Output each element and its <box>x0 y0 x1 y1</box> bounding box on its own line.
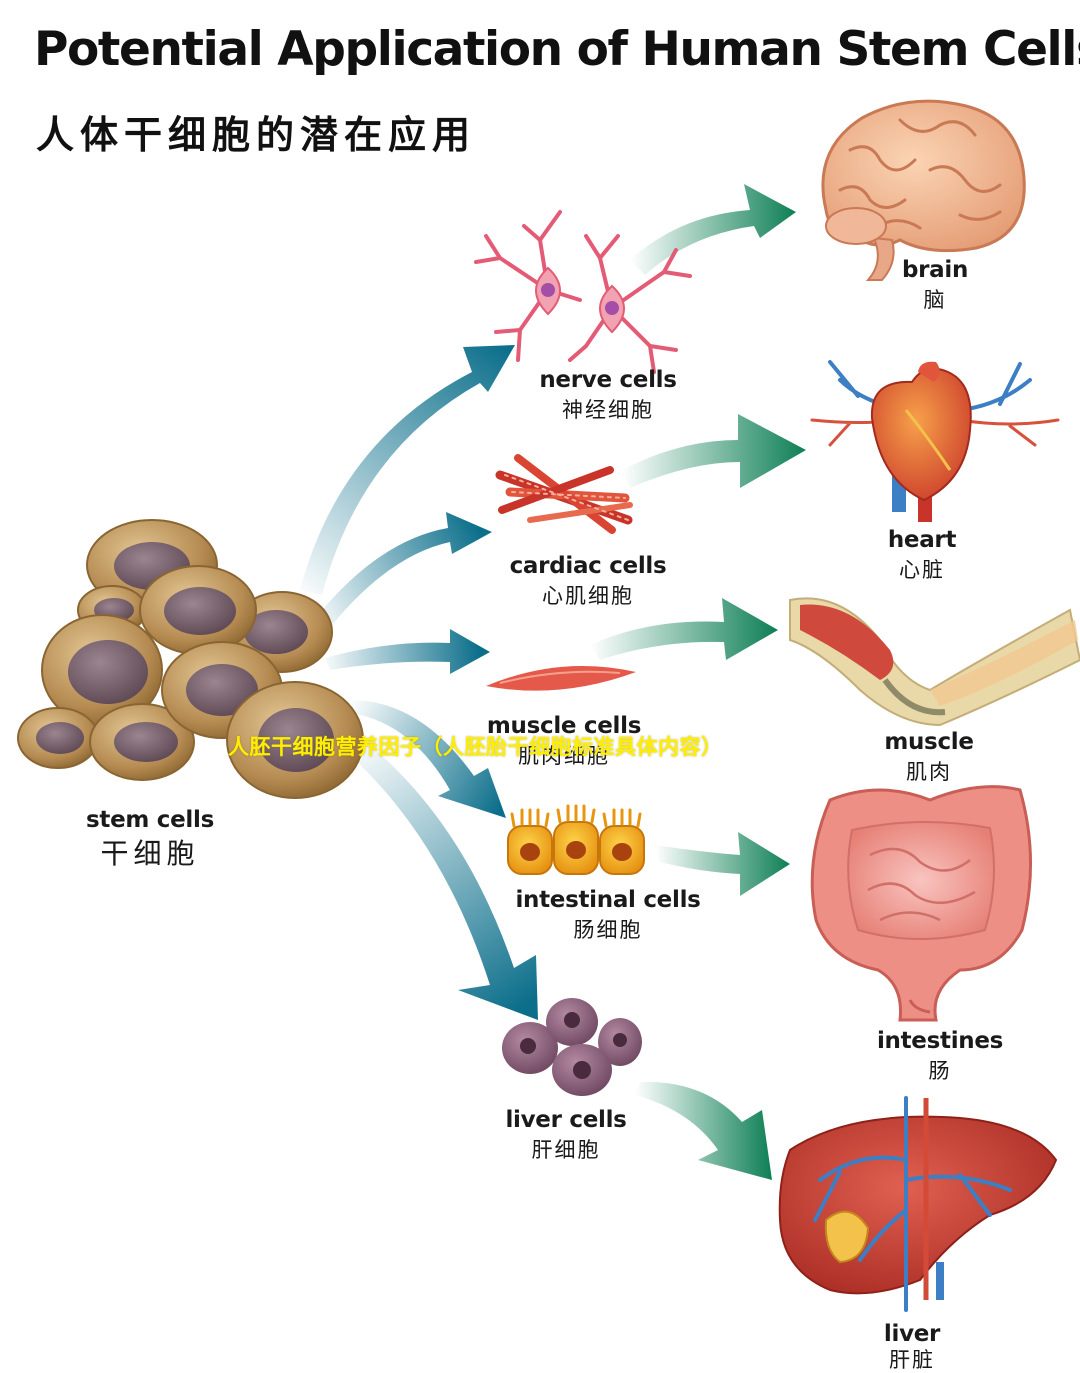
muscle-cells-label-zh: 肌肉细胞 <box>518 744 610 769</box>
watermark-text: 人胚干细胞营养因子（人胚胎干细胞标准具体内容） <box>228 735 723 759</box>
liver-cells-illustration <box>502 998 642 1096</box>
intestines-label-en: intestines <box>876 1028 1004 1054</box>
nerve-cells-label: nerve cells 神经细胞 <box>539 367 677 423</box>
stem-cells-label-en: stem cells <box>86 807 214 833</box>
stem-to-cells-arrows <box>300 345 538 1020</box>
intestines-label: intestines 肠 <box>876 1028 1004 1084</box>
muscle-label-zh: 肌肉 <box>905 760 952 785</box>
arrow-to-cardiac-cells <box>318 512 492 625</box>
liver-cells-label-en: liver cells <box>505 1107 627 1133</box>
muscle-label-en: muscle <box>884 729 974 755</box>
arrow-to-intestines <box>655 832 790 896</box>
brain-label-en: brain <box>901 257 969 283</box>
cardiac-cells-illustration <box>495 454 633 534</box>
muscle-cell-illustration <box>486 665 636 691</box>
arrow-to-muscle <box>590 598 778 660</box>
brain-label-zh: 脑 <box>923 288 947 313</box>
arrow-to-brain <box>630 184 796 275</box>
brain-illustration <box>821 99 1026 281</box>
liver-label: liver 肝脏 <box>883 1321 941 1373</box>
intestinal-cells-label-zh: 肠细胞 <box>573 918 643 943</box>
cardiac-cells-label-en: cardiac cells <box>509 553 667 579</box>
arrow-to-muscle-cells <box>325 629 490 674</box>
liver-cells-label-zh: 肝细胞 <box>531 1138 601 1163</box>
arrow-to-nerve-cells <box>300 345 515 595</box>
page-title: Potential Application of Human Stem Cell… <box>34 22 1080 77</box>
stem-cells-label-zh: 干细胞 <box>100 837 200 871</box>
liver-label-zh: 肝脏 <box>888 1348 935 1373</box>
arrow-to-intestinal-cells <box>345 700 506 818</box>
cells-to-organs-arrows <box>590 184 806 1180</box>
arrow-to-heart <box>622 414 806 488</box>
heart-illustration <box>810 360 1060 522</box>
muscle-label: muscle 肌肉 <box>884 729 974 785</box>
stem-cells-illustration <box>17 519 364 799</box>
liver-illustration <box>778 1096 1058 1312</box>
nerve-cells-label-zh: 神经细胞 <box>562 398 654 423</box>
arrow-to-liver-cells <box>335 730 538 1020</box>
heart-label-zh: 心脏 <box>899 558 945 583</box>
stem-cells-label: stem cells 干细胞 <box>86 807 214 871</box>
liver-label-en: liver <box>883 1321 941 1347</box>
page-subtitle: 人体干细胞的潜在应用 <box>36 113 477 157</box>
heart-label: heart 心脏 <box>887 527 957 583</box>
intestinal-cells-label: intestinal cells 肠细胞 <box>515 887 701 943</box>
liver-cells-label: liver cells 肝细胞 <box>505 1107 627 1163</box>
arrow-to-liver <box>635 1081 772 1180</box>
cardiac-cells-label: cardiac cells 心肌细胞 <box>509 553 667 609</box>
intestines-illustration <box>810 785 1032 1022</box>
heart-label-en: heart <box>887 527 957 553</box>
intestinal-cells-illustration <box>507 804 645 875</box>
muscle-arm-illustration <box>789 597 1080 727</box>
nerve-cells-illustration <box>474 210 692 374</box>
cardiac-cells-label-zh: 心肌细胞 <box>542 584 634 609</box>
intestines-label-zh: 肠 <box>928 1059 952 1084</box>
nerve-cells-label-en: nerve cells <box>539 367 677 393</box>
brain-label: brain 脑 <box>901 257 969 313</box>
intestinal-cells-label-en: intestinal cells <box>515 887 701 913</box>
muscle-cells-label-en: muscle cells <box>486 713 642 739</box>
muscle-cells-label: muscle cells 肌肉细胞 <box>486 713 642 769</box>
